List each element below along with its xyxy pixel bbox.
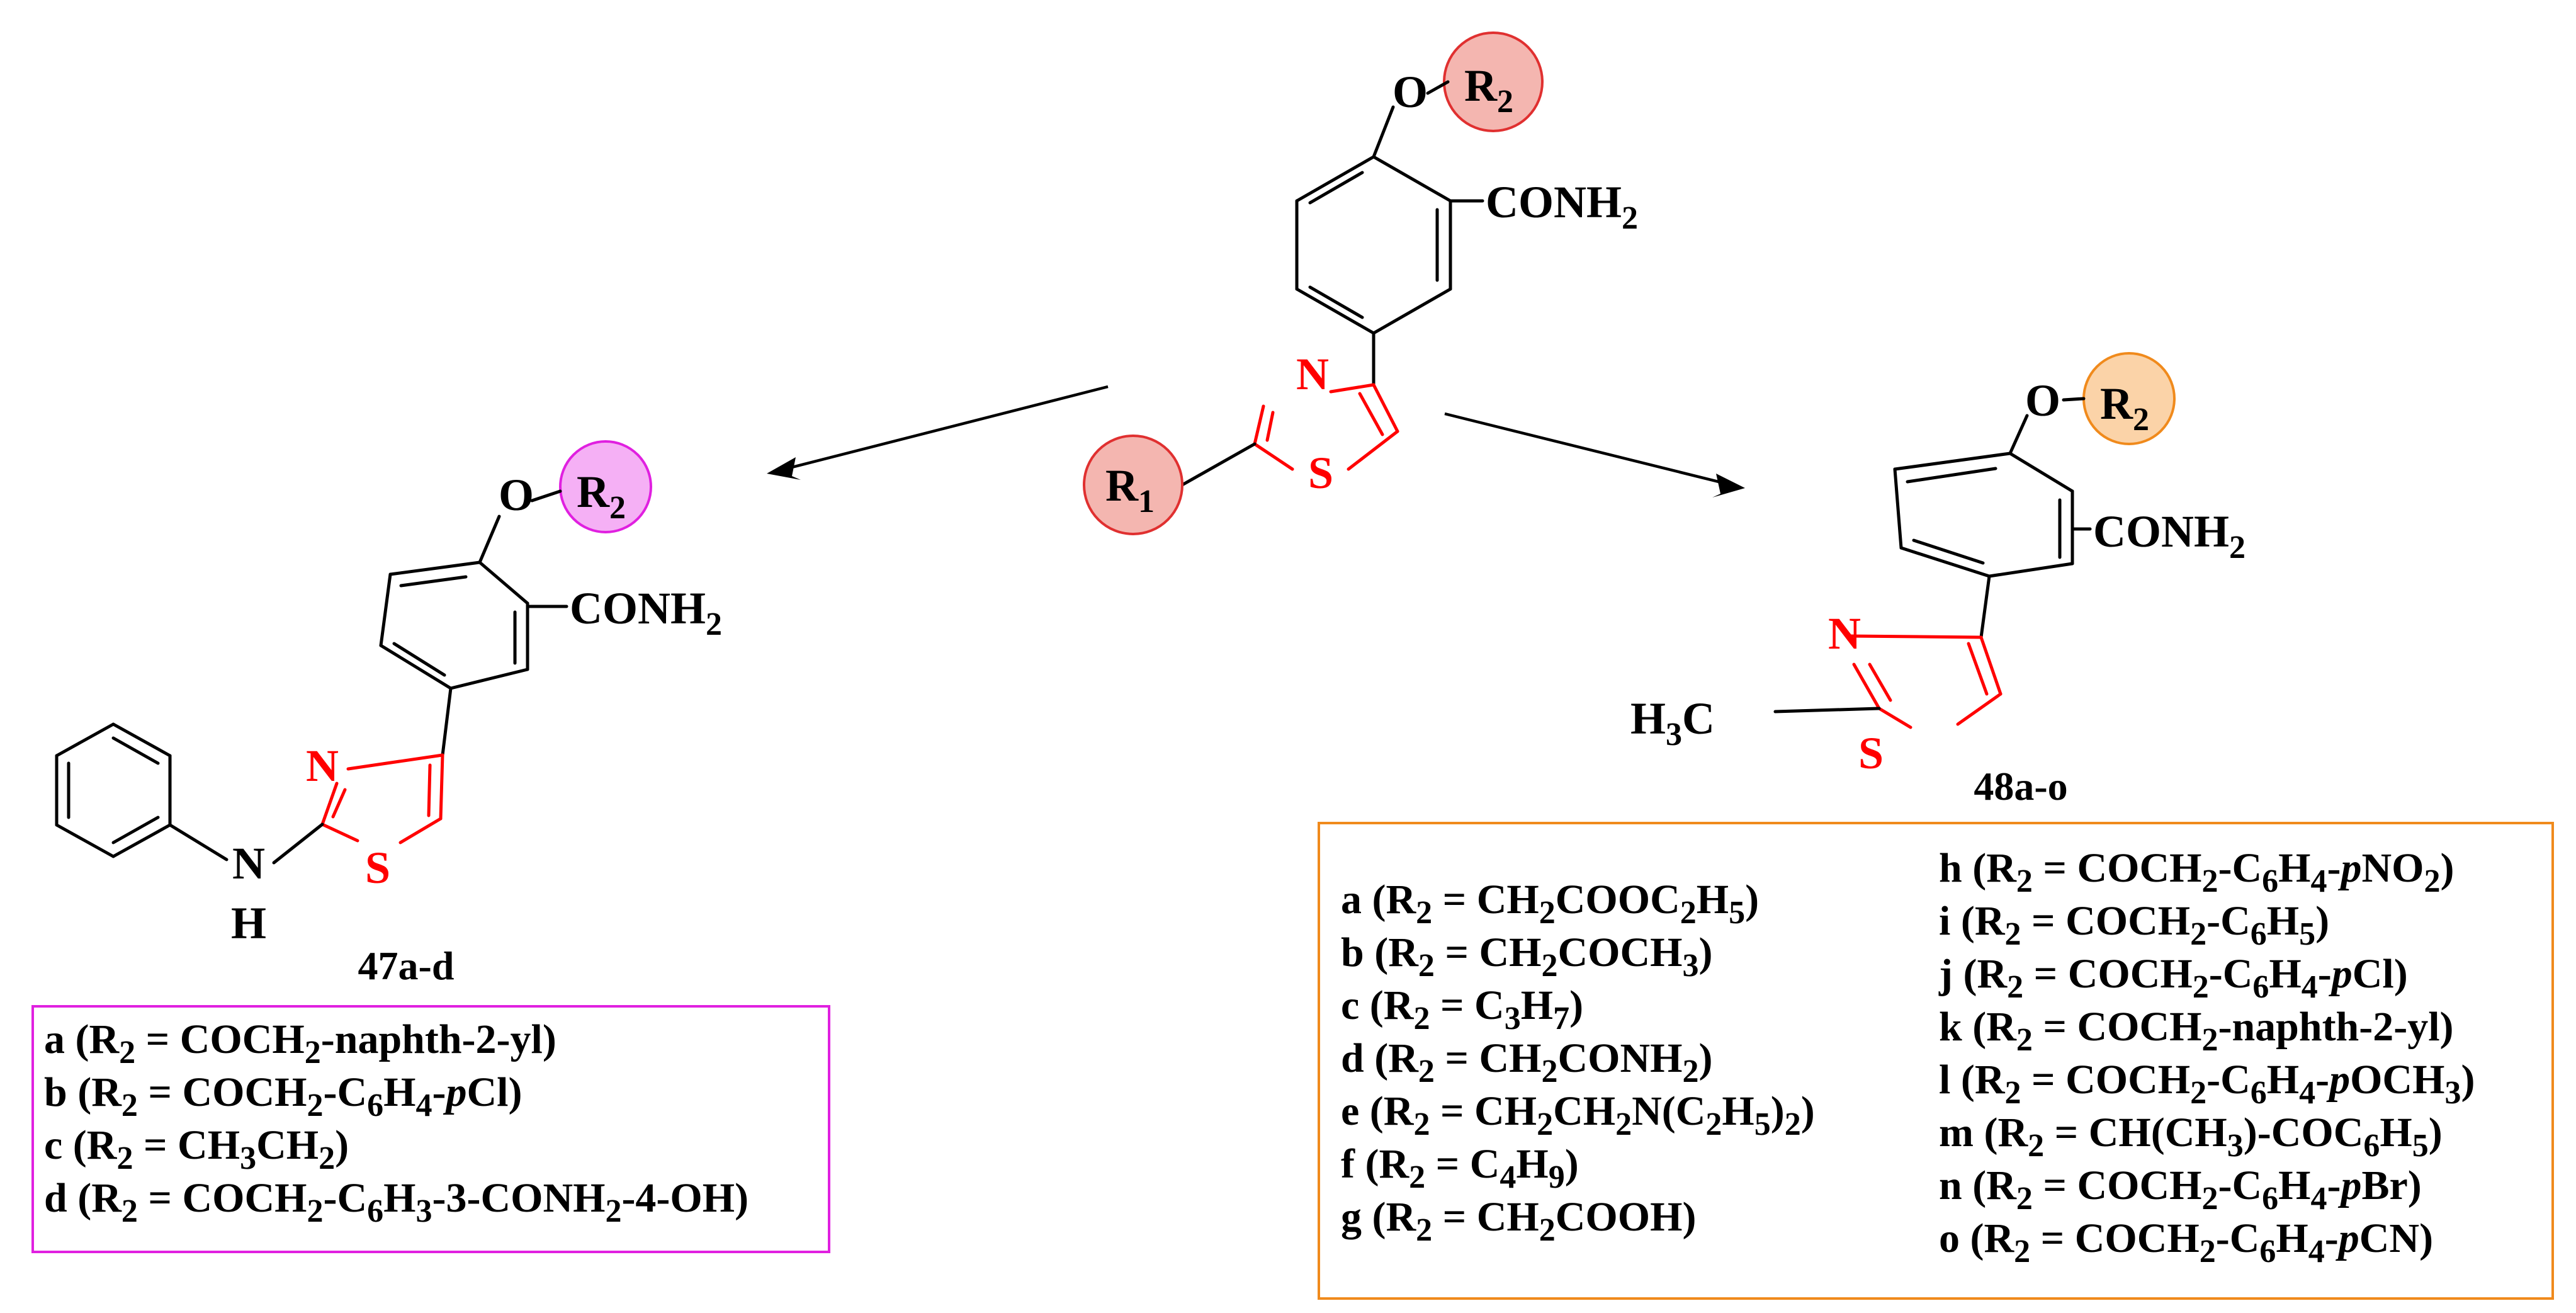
substituent-entry: g (R2 = CH2COOH) bbox=[1341, 1194, 1696, 1248]
substituent-entry: c (R2 = CH3CH2) bbox=[44, 1122, 349, 1176]
substituent-box-right bbox=[1318, 822, 2554, 1300]
substituent-entry: l (R2 = COCH2-C6H4-pOCH3) bbox=[1939, 1057, 2475, 1111]
thiazole-ring-left bbox=[320, 753, 444, 844]
parent-structure: O R2 CONH2 N S R1 bbox=[1083, 31, 1638, 535]
substituent-entry: i (R2 = COCH2-C6H5) bbox=[1939, 898, 2329, 952]
product-48-structure: O R2 CONH2 N S H3C 48a-o bbox=[1630, 352, 2246, 809]
thiazole-ring-right bbox=[1849, 634, 2003, 729]
amine-hydrogen-left: H bbox=[231, 898, 266, 948]
thiazole-sulfur-right: S bbox=[1858, 728, 1884, 778]
r1-circle bbox=[1083, 435, 1183, 535]
conh2-label-top: CONH2 bbox=[1486, 177, 1638, 236]
substituent-entry: d (R2 = COCH2-C6H3-3-CONH2-4-OH) bbox=[44, 1175, 749, 1229]
thiazole-nitrogen-left: N bbox=[306, 741, 339, 791]
substituent-entry: m (R2 = CH(CH3)-COC6H5) bbox=[1939, 1110, 2443, 1164]
thiazole-nitrogen-top: N bbox=[1296, 349, 1329, 399]
r2-circle-top bbox=[1443, 31, 1544, 132]
r2-circle-left bbox=[559, 440, 652, 533]
benzene-ring-right bbox=[1893, 452, 2074, 578]
substituent-entry: a (R2 = COCH2-naphth-2-yl) bbox=[44, 1016, 556, 1071]
substituent-list-left: a (R2 = COCH2-naphth-2-yl)b (R2 = COCH2-… bbox=[44, 1016, 749, 1229]
substituent-entry: e (R2 = CH2CH2N(C2H5)2) bbox=[1341, 1088, 1815, 1142]
substituent-entry: n (R2 = COCH2-C6H4-pBr) bbox=[1939, 1162, 2422, 1217]
r2-label-top: R2 bbox=[1464, 60, 1513, 120]
substituent-entry: c (R2 = C3H7) bbox=[1341, 982, 1583, 1037]
thiazole-ring-top bbox=[1180, 383, 1399, 487]
substituent-list-right-col1: a (R2 = CH2COOC2H5)b (R2 = CH2COCH3)c (R… bbox=[1341, 877, 1815, 1248]
substituent-entry: b (R2 = COCH2-C6H4-pCl) bbox=[44, 1069, 522, 1123]
substituent-box-left bbox=[31, 1005, 830, 1253]
amine-nitrogen-left: N bbox=[232, 838, 265, 889]
compound-label-48: 48a-o bbox=[1974, 764, 2067, 809]
phenyl-ring-left bbox=[55, 722, 172, 858]
substituent-entry: b (R2 = CH2COCH3) bbox=[1341, 929, 1712, 984]
thiazole-sulfur-top: S bbox=[1308, 448, 1333, 498]
r1-label: R1 bbox=[1105, 460, 1155, 520]
r2-label-right: R2 bbox=[2100, 378, 2149, 438]
r2-label-left: R2 bbox=[577, 467, 626, 526]
benzene-ring-left bbox=[379, 560, 529, 690]
substituent-entry: d (R2 = CH2CONH2) bbox=[1341, 1035, 1712, 1089]
conh2-label-right: CONH2 bbox=[2093, 506, 2246, 566]
methyl-label-right: H3C bbox=[1630, 693, 1715, 753]
substituent-entry: a (R2 = CH2COOC2H5) bbox=[1341, 877, 1759, 931]
conh2-label-left: CONH2 bbox=[570, 583, 722, 642]
substituent-entry: o (R2 = COCH2-C6H4-pCN) bbox=[1939, 1215, 2433, 1270]
compound-label-47: 47a-d bbox=[358, 943, 455, 988]
substituent-entry: f (R2 = C4H9) bbox=[1341, 1141, 1579, 1195]
thiazole-nitrogen-right: N bbox=[1828, 608, 1861, 659]
oxygen-atom-right: O bbox=[2025, 375, 2060, 426]
oxygen-atom-left: O bbox=[499, 470, 534, 520]
substituent-list-right-col2: h (R2 = COCH2-C6H4-pNO2)i (R2 = COCH2-C6… bbox=[1938, 845, 2475, 1270]
product-47-structure: O R2 CONH2 N S N H 47a-d bbox=[55, 440, 722, 988]
oxygen-atom-top: O bbox=[1393, 67, 1428, 117]
substituent-entry: j (R2 = COCH2-C6H4-pCl) bbox=[1938, 951, 2408, 1005]
arrow-right bbox=[1444, 412, 1745, 497]
thiazole-sulfur-left: S bbox=[365, 843, 390, 893]
arrow-left bbox=[767, 385, 1109, 480]
benzene-ring-top bbox=[1295, 155, 1452, 335]
substituent-entry: h (R2 = COCH2-C6H4-pNO2) bbox=[1939, 845, 2454, 899]
substituent-entry: k (R2 = COCH2-naphth-2-yl) bbox=[1939, 1004, 2454, 1058]
